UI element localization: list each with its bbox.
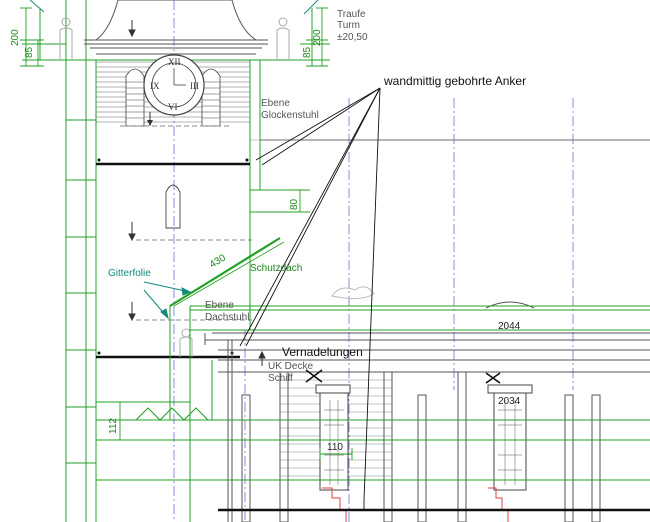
clock-vi: VI — [168, 102, 178, 112]
label-anker: wandmittig gebohrte Anker — [383, 74, 526, 88]
label-traufe-level: ±20,50 — [337, 32, 368, 43]
human-figures — [59, 17, 290, 357]
dim-2034: 2034 — [498, 396, 521, 407]
label-schiff: Schiff — [268, 373, 293, 384]
dim-200-left: 200 — [10, 29, 21, 46]
dashed-levels — [136, 239, 252, 321]
dim-85-left: 85 — [24, 46, 35, 58]
dim-112: 112 — [108, 418, 119, 434]
red-stairs — [322, 487, 509, 522]
glockenstuhl-level — [96, 112, 250, 166]
dim-80: 80 — [289, 198, 300, 210]
dim-200-right: 200 — [312, 29, 323, 46]
nave-pilasters — [227, 340, 601, 522]
label-ebene-dach: Ebene — [205, 300, 234, 311]
clock-ix: IX — [150, 81, 160, 91]
label-glockenstuhl: Glockenstuhl — [261, 110, 319, 121]
scaffold-truss — [135, 407, 209, 421]
uk-decke-arrow — [258, 350, 266, 366]
dim-2044: 2044 — [498, 321, 521, 332]
schutzdach — [169, 237, 281, 307]
roof-vent — [485, 301, 535, 309]
nave-structure — [204, 139, 650, 373]
label-turm: Turm — [337, 20, 360, 31]
window-left — [315, 384, 351, 491]
window-right — [487, 384, 533, 491]
clock-xii: XII — [168, 57, 181, 67]
clock-iii: III — [190, 81, 199, 91]
dim-85-right: 85 — [302, 46, 313, 58]
louvre-slats — [126, 81, 220, 119]
label-schutzdach: Schutzdach — [250, 263, 302, 274]
label-uk-decke: UK Decke — [268, 361, 313, 372]
label-ebene-glocke: Ebene — [261, 98, 290, 109]
anker-leaders — [239, 87, 381, 510]
dim-texts: 200 85 200 85 80 430 112 110 2044 2034 — [10, 29, 521, 453]
label-gitterfolie: Gitterfolie — [108, 268, 151, 279]
label-vernadelungen: Vernadelungen — [282, 345, 363, 359]
dim-110: 110 — [327, 442, 343, 453]
scaffold-green — [96, 186, 650, 522]
tower-cornice — [84, 0, 268, 55]
level-arrows — [128, 20, 136, 322]
dimension-lines — [20, 7, 353, 460]
clock-face: XII III VI IX — [143, 54, 205, 116]
tower — [22, 0, 330, 522]
cloud-sketch — [331, 286, 375, 300]
label-texts: Traufe Turm ±20,50 wandmittig gebohrte A… — [108, 9, 526, 384]
dim-430: 430 — [208, 252, 228, 270]
label-traufe: Traufe — [337, 9, 366, 20]
foil-leaders — [29, 0, 319, 320]
label-dachstuhl: Dachstuhl — [205, 312, 249, 323]
arched-window — [165, 184, 181, 229]
cross-marks — [305, 369, 501, 384]
